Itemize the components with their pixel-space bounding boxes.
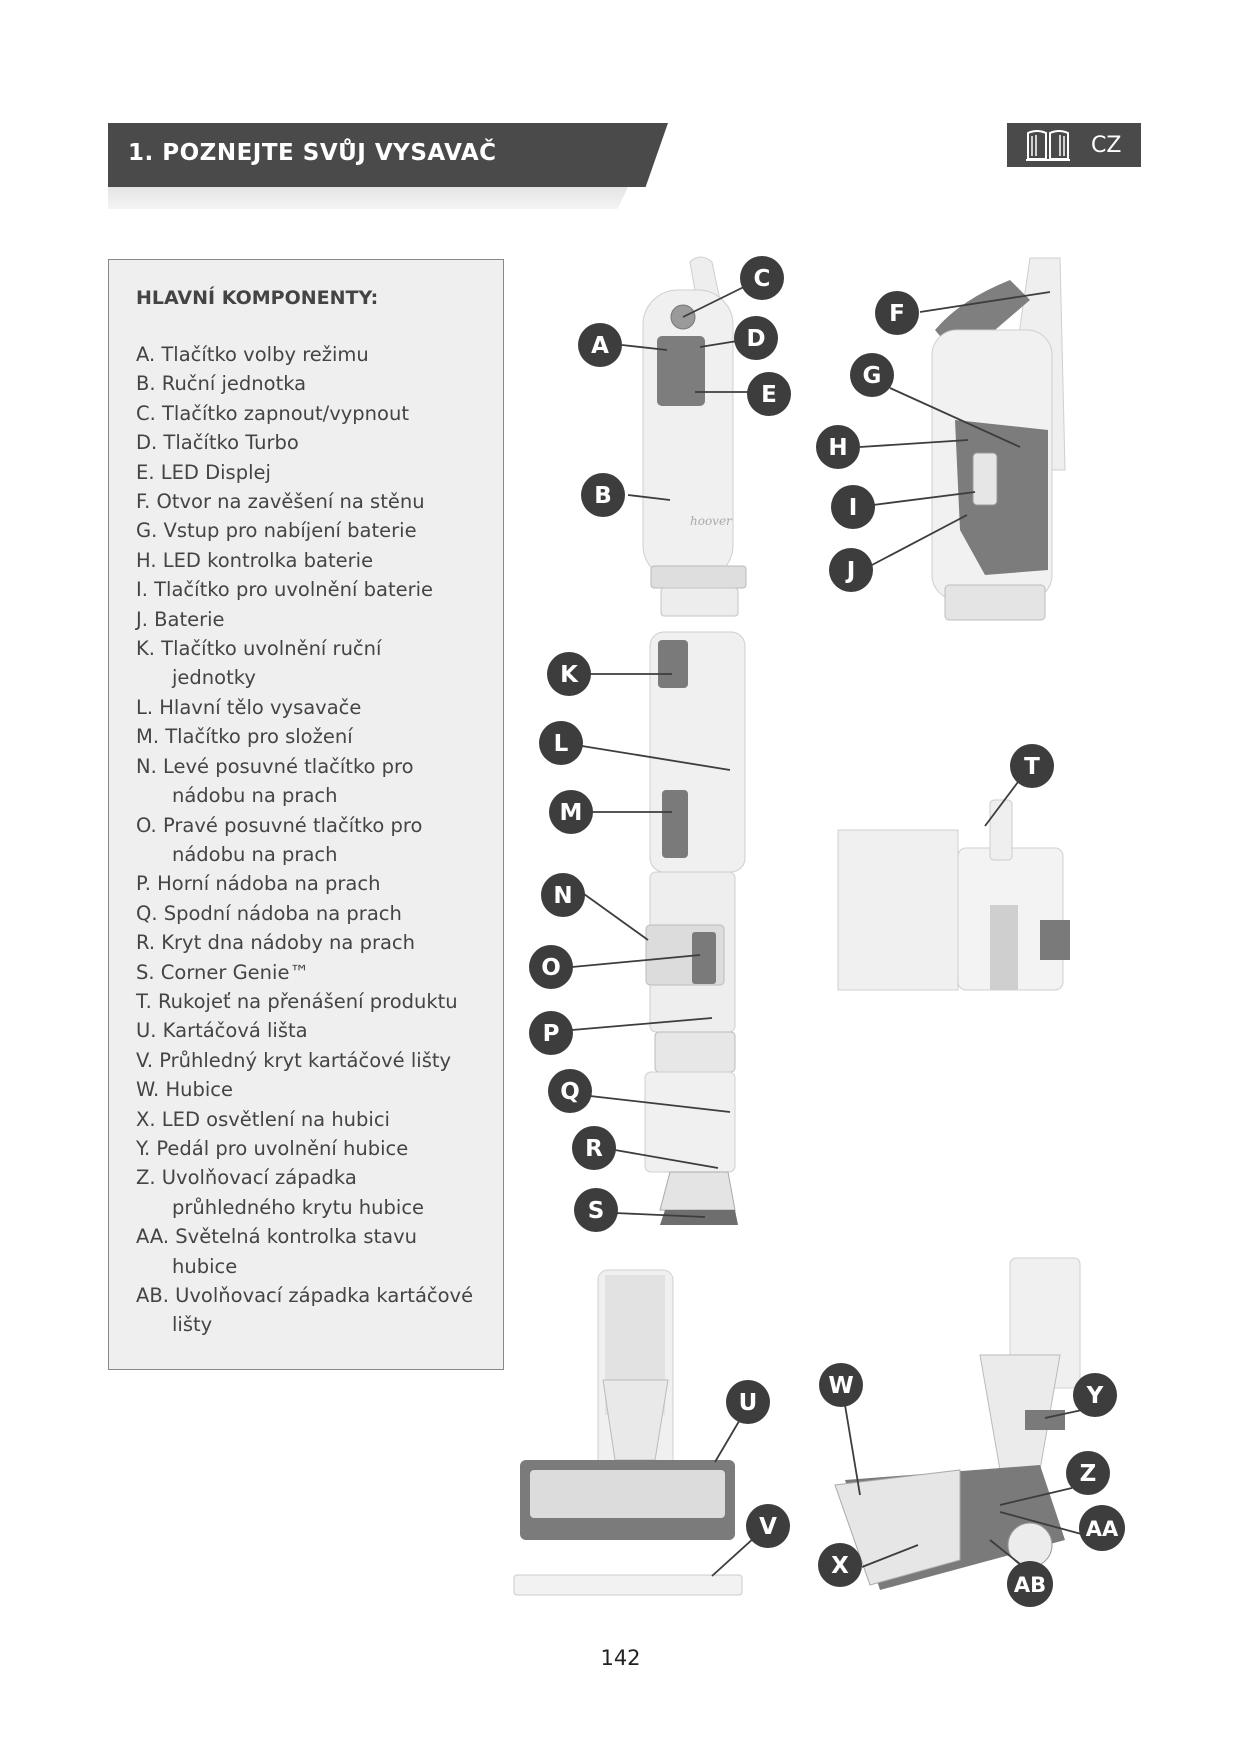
handheld-unit-front: hoover (642, 256, 747, 617)
component-item: I. Tlačítko pro uvolnění baterie (136, 578, 434, 602)
callout-m: M (560, 800, 583, 826)
component-item: AA. Světelná kontrolka stavu (136, 1225, 417, 1249)
callout-v: V (759, 1514, 777, 1540)
callout-i: I (849, 495, 858, 521)
callout-r: R (585, 1136, 603, 1162)
component-item-continuation: lišty (172, 1313, 213, 1337)
components-list: A. Tlačítko volby režimu B. Ruční jednotk… (136, 340, 473, 1340)
components-heading: HLAVNÍ KOMPONENTY: (136, 287, 379, 309)
component-item: D. Tlačítko Turbo (136, 431, 299, 455)
callout-s: S (588, 1198, 605, 1224)
component-item: X. LED osvětlení na hubici (136, 1107, 390, 1131)
component-item: U. Kartáčová lišta (136, 1019, 308, 1043)
component-item: L. Hlavní tělo vysavače (136, 695, 362, 719)
language-badge: CZ (1007, 123, 1141, 167)
component-item: P. Horní nádoba na prach (136, 872, 381, 896)
component-item: AB. Uvolňovací západka kartáčové (136, 1284, 474, 1307)
callout-f: F (889, 301, 905, 327)
callout-t: T (1024, 754, 1040, 780)
callout-l: L (554, 731, 569, 757)
callout-u: U (739, 1390, 758, 1416)
callout-e: E (761, 382, 777, 408)
callout-markers: A B C D E F G H I J K L M N O P Q R S T … (529, 256, 1125, 1607)
component-item: F. Otvor na zavěšení na stěnu (136, 490, 425, 514)
component-item: E. LED Displej (136, 460, 271, 484)
callout-aa: AA (1086, 1517, 1119, 1541)
callout-x: X (831, 1553, 849, 1579)
floor-head-front (513, 1269, 743, 1596)
callout-w: W (828, 1373, 853, 1399)
callout-b: B (594, 483, 612, 509)
section-header-bar (108, 123, 668, 187)
section-title: 1. POZNEJTE SVŮJ VYSAVAČ (128, 140, 497, 166)
component-item: S. Corner Genie™ (136, 960, 309, 984)
section-header-shadow (108, 187, 628, 209)
callout-n: N (553, 883, 572, 909)
component-item-continuation: hubice (172, 1254, 238, 1278)
floor-head-rear (834, 1257, 1081, 1590)
components-panel (108, 259, 504, 1370)
component-item: A. Tlačítko volby režimu (136, 343, 369, 366)
callout-k: K (560, 662, 579, 688)
callout-z: Z (1080, 1461, 1097, 1487)
svg-text:hoover: hoover (690, 514, 733, 528)
component-item: Z. Uvolňovací západka (136, 1166, 357, 1190)
language-code: CZ (1091, 132, 1122, 158)
component-item: C. Tlačítko zapnout/vypnout (136, 401, 409, 425)
component-item-continuation: průhledného krytu hubice (172, 1195, 425, 1219)
component-item: B. Ruční jednotka (136, 372, 307, 396)
component-item: M. Tlačítko pro složení (136, 725, 353, 749)
callout-o: O (541, 955, 561, 981)
page-number: 142 (600, 1646, 641, 1670)
component-item: N. Levé posuvné tlačítko pro (136, 754, 414, 778)
component-item: K. Tlačítko uvolnění ruční (136, 637, 382, 661)
callout-q: Q (560, 1079, 580, 1105)
component-item: Q. Spodní nádoba na prach (136, 901, 402, 925)
component-item: H. LED kontrolka baterie (136, 548, 374, 572)
component-item: J. Baterie (136, 607, 225, 631)
component-item: V. Průhledný kryt kartáčové lišty (136, 1048, 452, 1072)
book-icon (1026, 130, 1070, 161)
component-item: T. Rukojeť na přenášení produktu (136, 989, 458, 1013)
callout-c: C (754, 266, 771, 292)
component-item: G. Vstup pro nabíjení baterie (136, 519, 417, 543)
main-body (644, 631, 746, 1225)
component-item-continuation: nádobu na prach (172, 784, 338, 808)
handheld-unit-rear (931, 257, 1066, 621)
component-item-continuation: jednotky (172, 666, 256, 690)
callout-y: Y (1086, 1383, 1104, 1409)
callout-leader-lines (571, 277, 1086, 1577)
component-item-continuation: nádobu na prach (172, 842, 338, 866)
callout-ab: AB (1014, 1573, 1046, 1597)
callout-j: J (845, 558, 856, 584)
callout-d: D (746, 326, 765, 352)
callout-a: A (591, 333, 609, 359)
callout-h: H (828, 435, 847, 461)
component-item: O. Pravé posuvné tlačítko pro (136, 813, 423, 837)
carry-handle-view (837, 799, 1070, 991)
callout-g: G (863, 363, 882, 389)
callout-p: P (543, 1021, 560, 1047)
component-item: Y. Pedál pro uvolnění hubice (136, 1136, 409, 1160)
component-item: R. Kryt dna nádoby na prach (136, 931, 415, 955)
component-item: W. Hubice (136, 1078, 233, 1102)
